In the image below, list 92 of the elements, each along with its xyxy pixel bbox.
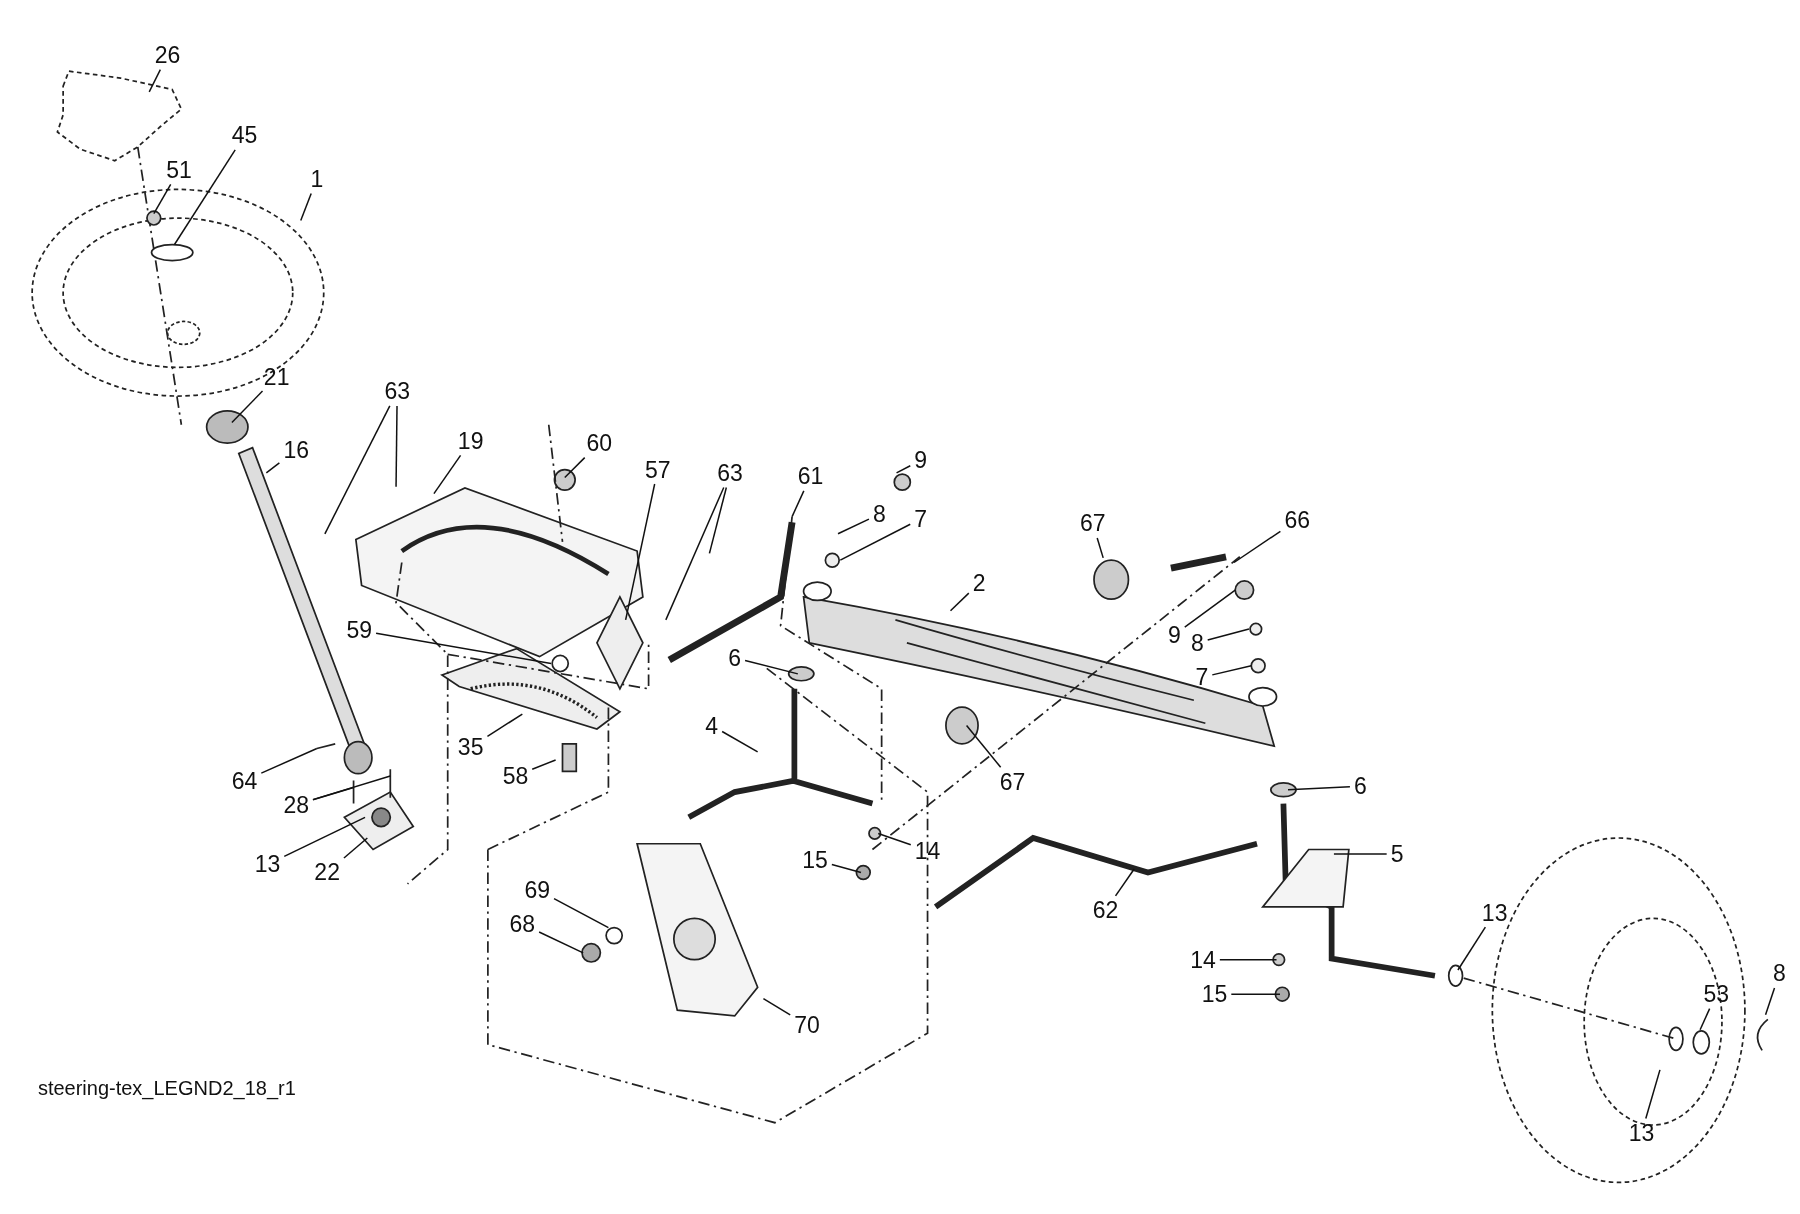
callout-number: 45 xyxy=(229,122,260,148)
leader-line xyxy=(231,390,264,424)
callout-number: 9 xyxy=(912,447,930,473)
callout-number: 28 xyxy=(281,792,311,818)
callout-number: 13 xyxy=(1626,1120,1657,1146)
leader-line xyxy=(762,997,791,1016)
callout-number: 64 xyxy=(229,768,260,794)
leader-line xyxy=(744,659,799,675)
leader-line xyxy=(324,405,391,535)
callout-number: 63 xyxy=(715,460,745,486)
callout-number: 13 xyxy=(252,851,283,877)
callout-number: 13 xyxy=(1479,900,1510,926)
callout-number: 63 xyxy=(382,378,412,404)
callout-number: 6 xyxy=(726,645,744,671)
callout-number: 21 xyxy=(261,364,292,389)
leader-line xyxy=(1457,926,1487,971)
callout-number: 15 xyxy=(800,847,830,873)
leader-line xyxy=(553,897,610,929)
callout-number: 59 xyxy=(344,617,375,643)
leader-line xyxy=(965,724,1002,768)
leader-line xyxy=(1764,987,1776,1016)
leader-line xyxy=(895,465,911,474)
callout-number: 66 xyxy=(1282,507,1312,533)
callout-number: 22 xyxy=(312,859,342,885)
leader-line xyxy=(148,68,162,93)
leader-line xyxy=(1230,993,1281,995)
callout-number: 8 xyxy=(1770,960,1788,986)
leader-line xyxy=(531,759,557,771)
leader-line xyxy=(300,192,312,222)
callout-number: 51 xyxy=(164,157,194,183)
leader-line xyxy=(265,462,281,474)
leader-line xyxy=(1219,958,1278,961)
leader-line xyxy=(312,775,392,801)
callout-number: 5 xyxy=(1388,841,1406,867)
leader-line xyxy=(1114,868,1135,897)
leader-line xyxy=(343,837,369,859)
leader-line xyxy=(1184,589,1236,628)
leader-line xyxy=(839,523,911,561)
leader-line xyxy=(791,490,805,518)
callout-number: 8 xyxy=(1188,630,1206,656)
leader-line xyxy=(433,454,462,495)
leader-line xyxy=(831,863,862,874)
callout-number: 6 xyxy=(1351,773,1369,799)
callout-number: 26 xyxy=(152,42,183,68)
leader-line xyxy=(375,632,552,665)
leader-line xyxy=(877,832,912,846)
drawing-reference-code: steering-tex_LEGND2_18_r1 xyxy=(37,1076,296,1100)
leader-line xyxy=(837,518,870,535)
leader-line xyxy=(1096,537,1104,559)
leader-line xyxy=(395,405,398,488)
leader-line xyxy=(949,592,970,612)
callout-number: 62 xyxy=(1090,897,1121,923)
callout-number: 15 xyxy=(1199,981,1230,1007)
leader-line xyxy=(1206,628,1250,641)
leader-line xyxy=(708,486,728,555)
callout-number: 9 xyxy=(1165,622,1183,648)
leader-line xyxy=(173,149,236,246)
callout-number: 53 xyxy=(1701,981,1731,1007)
callout-number: 7 xyxy=(1193,664,1211,690)
leader-line xyxy=(1233,530,1282,564)
leader-line xyxy=(564,456,586,479)
callout-number: 67 xyxy=(1078,510,1108,536)
leader-line xyxy=(153,183,172,215)
callout-number: 8 xyxy=(870,501,888,527)
leader-line xyxy=(721,730,759,753)
leader-line xyxy=(1211,665,1253,676)
callout-number: 35 xyxy=(455,734,486,760)
callout-number: 67 xyxy=(997,769,1028,795)
leader-line xyxy=(1699,1007,1711,1031)
leader-line xyxy=(624,483,656,621)
callout-number: 68 xyxy=(507,911,538,937)
leader-line xyxy=(260,747,318,774)
leader-line xyxy=(538,931,584,954)
callout-number: 7 xyxy=(912,506,930,532)
callout-number: 61 xyxy=(795,463,826,489)
callout-number: 14 xyxy=(912,838,943,864)
leader-line xyxy=(283,816,366,858)
callout-number: 19 xyxy=(455,428,486,454)
callout-number: 4 xyxy=(703,713,721,738)
leader-line xyxy=(486,713,524,738)
callout-number: 16 xyxy=(281,437,311,463)
leader-line xyxy=(1333,853,1388,855)
callout-number: 60 xyxy=(584,430,615,456)
callout-number: 70 xyxy=(792,1012,822,1038)
callout-number: 57 xyxy=(642,457,673,482)
callout-number: 14 xyxy=(1188,947,1218,973)
leader-line xyxy=(665,486,725,621)
leader-line xyxy=(1287,786,1351,791)
callout-number: 69 xyxy=(522,877,553,903)
callout-number: 1 xyxy=(308,166,326,192)
callout-number: 2 xyxy=(970,570,988,596)
callout-number: 58 xyxy=(500,763,531,789)
